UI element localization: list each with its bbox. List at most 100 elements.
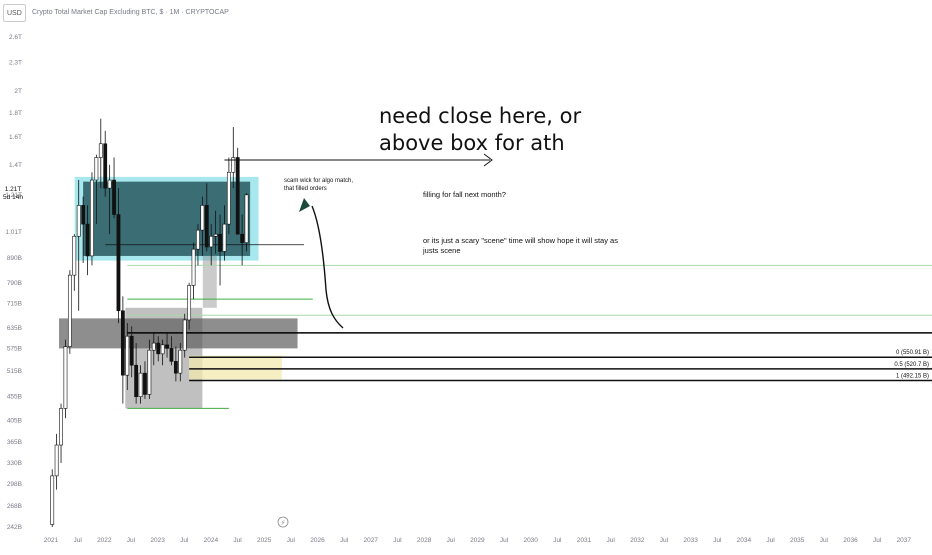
yellow-zone-box (189, 355, 282, 380)
candle-body (196, 229, 200, 250)
price-tick-label: 1.01T (5, 229, 22, 236)
candle-body (226, 171, 231, 225)
note-scene-line1: or its just a scary "scene" time will sh… (423, 236, 618, 245)
price-tick-label: 455B (7, 394, 22, 401)
candle-body (67, 274, 72, 347)
time-tick-label: Jul (127, 537, 136, 544)
candle-body (59, 408, 63, 446)
price-tick-label: 575B (7, 345, 22, 352)
candle-body (187, 285, 192, 321)
time-tick-label: 2027 (364, 537, 379, 544)
time-tick-label: 2037 (897, 537, 912, 544)
candle-body (156, 342, 161, 355)
time-tick-label: 2036 (843, 537, 858, 544)
gray-small-box (202, 255, 217, 308)
price-tick-label: 1.21T (5, 192, 22, 199)
time-tick-label: 2028 (417, 537, 432, 544)
candle-body (244, 194, 249, 243)
fib-level-label: 0.5 (520.7 B) (894, 362, 929, 368)
time-tick-label: Jul (713, 537, 722, 544)
candle-body (169, 348, 174, 362)
price-tick-label: 242B (7, 524, 22, 531)
price-tick-label: 890B (7, 255, 22, 262)
time-tick-label: Jul (73, 537, 82, 544)
time-tick-label: Jul (233, 537, 242, 544)
time-tick-label: 2035 (790, 537, 805, 544)
candle-body (76, 205, 81, 237)
price-tick-label: 2.3T (9, 59, 22, 66)
time-tick-label: 2029 (470, 537, 485, 544)
note-wick-line2: that filled orders (284, 186, 327, 192)
candle-body (50, 475, 55, 525)
time-tick-label: 2031 (577, 537, 592, 544)
time-tick-label: Jul (766, 537, 775, 544)
candle-body (213, 233, 218, 237)
time-tick-label: Jul (340, 537, 349, 544)
price-tick-label: 1.6T (9, 134, 22, 141)
note-main-line2: above box for ath (379, 131, 565, 155)
candle-body (134, 364, 139, 398)
time-tick-label: Jul (180, 537, 189, 544)
candle-body (138, 372, 143, 398)
note-fall: filling for fall next month? (423, 190, 506, 199)
price-tick-label: 790B (7, 280, 22, 287)
note-scene-line2: justs scene (422, 246, 461, 255)
candle-body (116, 214, 121, 312)
time-tick-label: Jul (287, 537, 296, 544)
currency-button[interactable]: USD (3, 4, 26, 22)
candle-body (90, 179, 94, 257)
price-tick-label: 1.8T (9, 110, 22, 117)
candle-body (143, 372, 147, 395)
time-tick-label: 2026 (310, 537, 325, 544)
price-tick-label: 1.4T (9, 162, 22, 169)
candle-body (165, 344, 169, 349)
time-tick-label: 2022 (97, 537, 112, 544)
time-tick-label: Jul (447, 537, 456, 544)
time-tick-label: 2023 (150, 537, 165, 544)
price-tick-label: 635B (7, 325, 22, 332)
price-tick-label: 330B (7, 460, 22, 467)
candle-body (178, 349, 183, 374)
candle-body (200, 205, 205, 231)
wick-arrow (299, 198, 310, 212)
candle-body (85, 223, 90, 257)
time-tick-label: Jul (606, 537, 615, 544)
candle-body (112, 179, 116, 215)
candle-body (209, 235, 214, 248)
time-tick-label: Jul (660, 537, 669, 544)
price-tick-label: 2T (14, 88, 22, 95)
candle-body (72, 235, 77, 276)
symbol-title: Crypto Total Market Cap Excluding BTC, $… (32, 8, 229, 16)
current-price-value: 1.21T (4, 186, 22, 193)
time-tick-label: 2034 (737, 537, 752, 544)
candle-body (173, 361, 178, 374)
candle-body (103, 143, 108, 189)
time-tick-label: Jul (500, 537, 509, 544)
curve-line (311, 205, 344, 329)
candle-body (231, 157, 236, 173)
candle-body (63, 346, 68, 409)
time-tick-label: 2033 (683, 537, 698, 544)
price-tick-label: 2.6T (9, 34, 22, 41)
candle-body (151, 342, 156, 351)
lightning-glyph: ⚡ (281, 519, 286, 527)
teal-zone-box (83, 181, 251, 256)
candle-body (204, 205, 209, 248)
candle-body (147, 349, 152, 395)
bar-countdown: 5d 14h (3, 194, 23, 201)
price-tick-label: 365B (7, 439, 22, 446)
price-tick-label: 515B (7, 368, 22, 375)
lightning-icon (277, 516, 289, 528)
time-tick-label: 2021 (44, 537, 59, 544)
note-wick-line1: scam wick for algo match, (284, 178, 353, 184)
current-price-label: 1.21T 5d 14h (0, 186, 26, 202)
candle-body (129, 335, 134, 366)
time-tick-label: Jul (820, 537, 829, 544)
price-tick-label: 298B (7, 481, 22, 488)
candle-body (98, 143, 103, 158)
price-tick-label: 715B (7, 300, 22, 307)
fib-level-label: 0 (550.91 B) (896, 350, 929, 356)
candle-body (81, 205, 86, 225)
